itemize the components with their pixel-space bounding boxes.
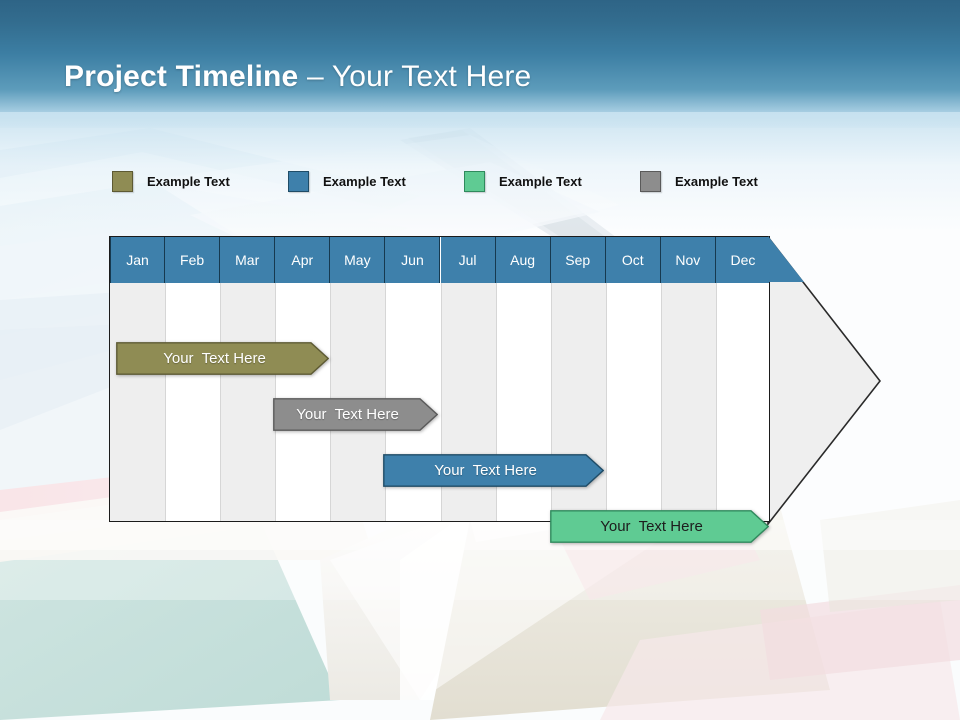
month-header-nov[interactable]: Nov	[660, 237, 716, 283]
timeline-bar-2[interactable]: Your Text Here	[273, 398, 438, 431]
month-header-mar[interactable]: Mar	[220, 237, 276, 283]
bar-shape-3	[383, 454, 604, 487]
month-header-oct[interactable]: Oct	[605, 237, 661, 283]
timeline-column-feb	[165, 237, 221, 521]
month-header-jan[interactable]: Jan	[110, 237, 166, 283]
page-title-separator: –	[298, 60, 332, 93]
column-divider-mar	[220, 283, 222, 521]
timeline-column-nov	[660, 237, 716, 521]
timeline-bar-1[interactable]: Your Text Here	[116, 342, 329, 375]
column-divider-nov	[660, 283, 662, 521]
legend-label-4: Example Text	[675, 174, 758, 189]
timeline-bar-4[interactable]: Your Text Here	[550, 510, 769, 543]
page-title-bold: Project Timeline	[64, 60, 299, 93]
legend-label-1: Example Text	[147, 174, 230, 189]
timeline-column-apr	[275, 237, 331, 521]
timeline-column-dec	[715, 237, 769, 521]
title-banner	[0, 0, 960, 128]
month-header-may[interactable]: May	[330, 237, 386, 283]
bar-shape-1	[116, 342, 329, 375]
bar-shape-4	[550, 510, 769, 543]
legend-swatch-icon-2	[288, 171, 309, 192]
month-header-apr[interactable]: Apr	[275, 237, 331, 283]
timeline-column-mar	[220, 237, 276, 521]
legend-item-3[interactable]: Example Text	[464, 171, 582, 192]
month-header-sep[interactable]: Sep	[550, 237, 606, 283]
page-title: Project Timeline – Your Text Here	[64, 60, 531, 94]
timeline-column-oct	[605, 237, 661, 521]
bar-label-4: Your Text Here	[600, 518, 703, 535]
bar-shape-2	[273, 398, 438, 431]
month-header-jun[interactable]: Jun	[385, 237, 441, 283]
timeline-column-jan	[110, 237, 166, 521]
bar-label-2: Your Text Here	[296, 406, 399, 423]
legend-item-1[interactable]: Example Text	[112, 171, 230, 192]
legend-item-4[interactable]: Example Text	[640, 171, 758, 192]
bar-label-3: Your Text Here	[434, 462, 537, 479]
legend-swatch-icon-4	[640, 171, 661, 192]
month-header-dec[interactable]: Dec	[715, 237, 769, 283]
column-divider-sep	[550, 283, 552, 521]
month-header-feb[interactable]: Feb	[165, 237, 221, 283]
column-divider-jul	[440, 283, 442, 521]
header-arrow-wedge	[768, 236, 804, 282]
month-header-jul[interactable]: Jul	[440, 237, 496, 283]
month-header-aug[interactable]: Aug	[495, 237, 551, 283]
column-divider-oct	[605, 283, 607, 521]
page-title-light: Your Text Here	[331, 60, 532, 93]
legend-label-2: Example Text	[323, 174, 406, 189]
legend-swatch-icon-1	[112, 171, 133, 192]
legend-swatch-icon-3	[464, 171, 485, 192]
column-divider-aug	[495, 283, 497, 521]
column-divider-feb	[165, 283, 167, 521]
timeline-column-may	[330, 237, 386, 521]
legend-item-2[interactable]: Example Text	[288, 171, 406, 192]
timeline-bar-3[interactable]: Your Text Here	[383, 454, 604, 487]
bar-label-1: Your Text Here	[163, 350, 266, 367]
legend-label-3: Example Text	[499, 174, 582, 189]
column-divider-dec	[715, 283, 717, 521]
